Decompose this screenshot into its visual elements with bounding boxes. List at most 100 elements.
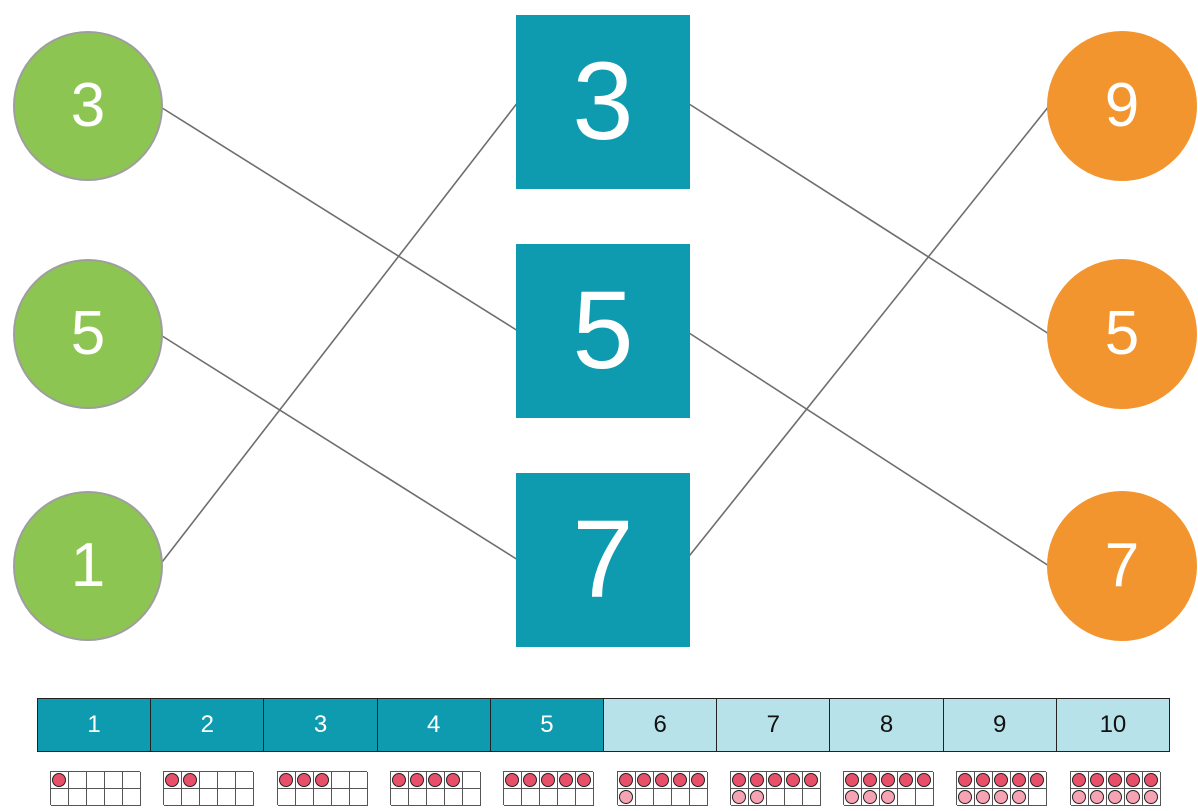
counter-dot xyxy=(410,773,424,787)
counter-dot xyxy=(541,773,555,787)
ten-frame-7 xyxy=(730,771,820,805)
ten-frame-cell xyxy=(636,789,654,806)
ten-frame-cell xyxy=(785,789,803,806)
ten-frame-cell xyxy=(916,789,934,806)
counter-dot xyxy=(917,773,931,787)
ten-frame-cell xyxy=(164,772,182,789)
ten-frame-cell xyxy=(236,772,254,789)
ten-frame-cell xyxy=(1125,789,1143,806)
ten-frame-cell xyxy=(504,772,522,789)
ten-frame-cell xyxy=(862,789,880,806)
band-cell-2: 2 xyxy=(151,699,264,751)
ten-frame-cell xyxy=(1071,789,1089,806)
counter-dot xyxy=(845,790,859,804)
ten-frame-cell xyxy=(540,789,558,806)
ten-frame-cell xyxy=(1011,789,1029,806)
counter-dot xyxy=(559,773,573,787)
ten-frame-cell xyxy=(880,772,898,789)
band-cell-1: 1 xyxy=(38,699,151,751)
ten-frame-cell xyxy=(463,789,481,806)
connection-line-6 xyxy=(686,106,1049,560)
counter-dot xyxy=(1012,773,1026,787)
ten-frame-cell xyxy=(957,772,975,789)
ten-frame-cell xyxy=(182,789,200,806)
counter-dot xyxy=(845,773,859,787)
counter-dot xyxy=(297,773,311,787)
ten-frame-6 xyxy=(617,771,707,805)
ten-frame-cell xyxy=(880,789,898,806)
ten-frame-cell xyxy=(618,789,636,806)
ten-frame-cell xyxy=(558,772,576,789)
ten-frame-cell xyxy=(427,789,445,806)
ten-frame-cell xyxy=(916,772,934,789)
counter-dot xyxy=(863,773,877,787)
ten-frame-5 xyxy=(503,771,593,805)
counter-dot xyxy=(392,773,406,787)
counter-dot xyxy=(899,773,913,787)
ten-frame-cell xyxy=(87,772,105,789)
ten-frame-cell xyxy=(445,789,463,806)
ten-frame-cell xyxy=(332,772,350,789)
ten-frame-cell xyxy=(105,789,123,806)
middle-square-1[interactable]: 3 xyxy=(516,15,690,189)
counter-dot xyxy=(523,773,537,787)
ten-frame-cell xyxy=(690,789,708,806)
counter-dot xyxy=(994,790,1008,804)
ten-frame-cell xyxy=(504,789,522,806)
counter-dot xyxy=(691,773,705,787)
counter-dot xyxy=(637,773,651,787)
ten-frame-cell xyxy=(576,789,594,806)
ten-frame-cell xyxy=(1089,772,1107,789)
connection-line-5 xyxy=(686,331,1049,566)
counter-dot xyxy=(619,790,633,804)
middle-square-2[interactable]: 5 xyxy=(516,244,690,418)
counter-dot xyxy=(655,773,669,787)
counter-dot xyxy=(976,773,990,787)
counter-dot xyxy=(958,790,972,804)
ten-frame-cell xyxy=(409,772,427,789)
counter-dot xyxy=(1090,773,1104,787)
ten-frame-cell xyxy=(1029,772,1047,789)
right-circle-3[interactable]: 7 xyxy=(1047,491,1197,641)
ten-frame-cell xyxy=(314,789,332,806)
counter-dot xyxy=(52,773,66,787)
counter-dot xyxy=(673,773,687,787)
right-circle-2[interactable]: 5 xyxy=(1047,259,1197,409)
counter-dot xyxy=(619,773,633,787)
middle-square-3[interactable]: 7 xyxy=(516,473,690,647)
ten-frame-cell xyxy=(1071,772,1089,789)
ten-frame-cell xyxy=(427,772,445,789)
counter-dot xyxy=(1030,773,1044,787)
ten-frame-cell xyxy=(803,789,821,806)
ten-frame-cell xyxy=(975,789,993,806)
ten-frame-cell xyxy=(749,789,767,806)
left-circle-1[interactable]: 3 xyxy=(13,31,163,181)
band-cell-4: 4 xyxy=(378,699,491,751)
band-cell-3: 3 xyxy=(264,699,377,751)
counter-dot xyxy=(881,790,895,804)
counter-dot xyxy=(1090,790,1104,804)
left-circle-2[interactable]: 5 xyxy=(13,259,163,409)
band-cell-8: 8 xyxy=(830,699,943,751)
ten-frame-cell xyxy=(278,789,296,806)
left-circle-3[interactable]: 1 xyxy=(13,491,163,641)
counter-dot xyxy=(786,773,800,787)
counter-dot xyxy=(446,773,460,787)
ten-frame-cell xyxy=(731,789,749,806)
ten-frame-cell xyxy=(1143,772,1161,789)
counter-dot xyxy=(1126,790,1140,804)
right-circle-1[interactable]: 9 xyxy=(1047,31,1197,181)
counter-dot xyxy=(804,773,818,787)
ten-frame-cell xyxy=(522,789,540,806)
counter-dot xyxy=(577,773,591,787)
ten-frame-cell xyxy=(314,772,332,789)
ten-frame-cell xyxy=(749,772,767,789)
ten-frame-cell xyxy=(350,789,368,806)
ten-frame-cell xyxy=(332,789,350,806)
ten-frame-cell xyxy=(182,772,200,789)
ten-frame-cell xyxy=(672,789,690,806)
counter-dot xyxy=(279,773,293,787)
counter-dot xyxy=(863,790,877,804)
counter-dot xyxy=(958,773,972,787)
ten-frame-cell xyxy=(785,772,803,789)
